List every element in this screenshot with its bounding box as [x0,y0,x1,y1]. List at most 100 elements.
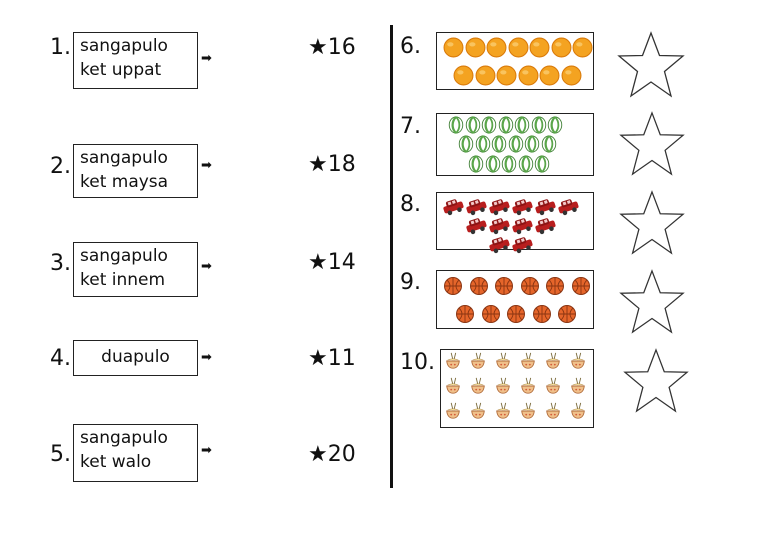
item-7-picture-box [436,113,594,176]
basketball-icon [571,276,591,300]
answer-star-icon[interactable] [622,347,690,415]
column-divider [390,25,393,488]
orange-icon [551,37,572,62]
beach-ball-icon [457,135,475,157]
beach-ball-icon [467,155,485,177]
beach-ball-icon [530,116,548,138]
noodle-bowl-icon [519,377,537,399]
orange-icon [561,65,582,90]
beach-ball-icon [447,116,465,138]
item-5-word-line1: sangapulo [80,428,168,448]
item-5-word-box: sangapulo ket walo [73,424,198,482]
noodle-bowl-icon [444,402,462,424]
item-7-number: 7. [400,114,421,139]
toy-car-icon [510,213,534,241]
item-4-target: ★11 [308,346,356,371]
noodle-bowl-icon [494,377,512,399]
basketball-icon [506,304,526,328]
item-4-number: 4. [50,346,71,371]
basketball-icon [557,304,577,328]
beach-ball-icon [540,135,558,157]
beach-ball-icon [517,155,535,177]
item-10-number: 10. [400,350,435,375]
beach-ball-icon [507,135,525,157]
beach-ball-icon [464,116,482,138]
orange-icon [496,65,517,90]
orange-icon [453,65,474,90]
noodle-bowl-icon [519,402,537,424]
noodle-bowl-icon [469,402,487,424]
orange-icon [508,37,529,62]
noodle-bowl-icon [519,352,537,374]
noodle-bowl-icon [544,377,562,399]
toy-car-icon [510,232,534,260]
toy-car-icon [487,213,511,241]
arrow-icon: ➡ [201,259,212,274]
orange-icon [529,37,550,62]
item-5-number: 5. [50,442,71,467]
beach-ball-icon [480,116,498,138]
item-2-target: ★18 [308,152,356,177]
item-6-number: 6. [400,34,421,59]
answer-star-icon[interactable] [618,268,686,336]
item-3-word-line2: ket innem [80,270,166,290]
noodle-bowl-icon [469,377,487,399]
item-1-number: 1. [50,35,71,60]
item-9-number: 9. [400,270,421,295]
noodle-bowl-icon [494,352,512,374]
beach-ball-icon [484,155,502,177]
orange-icon [539,65,560,90]
orange-icon [443,37,464,62]
beach-ball-icon [474,135,492,157]
noodle-bowl-icon [569,402,587,424]
arrow-icon: ➡ [201,51,212,66]
item-3-target: ★14 [308,250,356,275]
item-6-picture-box [436,32,594,90]
item-1-target: ★16 [308,35,356,60]
basketball-icon [545,276,565,300]
toy-car-icon [441,194,465,222]
basketball-icon [481,304,501,328]
beach-ball-icon [500,155,518,177]
orange-icon [572,37,593,62]
basketball-icon [520,276,540,300]
orange-icon [486,37,507,62]
item-10-picture-box [440,349,594,428]
orange-icon [475,65,496,90]
toy-car-icon [510,194,534,222]
answer-star-icon[interactable] [616,30,686,100]
item-2-number: 2. [50,154,71,179]
toy-car-icon [487,194,511,222]
noodle-bowl-icon [544,402,562,424]
item-4-word-line1: duapulo [101,347,170,367]
beach-ball-icon [490,135,508,157]
toy-car-icon [464,213,488,241]
basketball-icon [443,276,463,300]
item-4-word-box: duapulo [73,340,198,376]
basketball-icon [494,276,514,300]
beach-ball-icon [513,116,531,138]
item-3-word-box: sangapulo ket innem [73,242,198,297]
toy-car-icon [487,232,511,260]
answer-star-icon[interactable] [618,189,686,257]
orange-icon [518,65,539,90]
noodle-bowl-icon [469,352,487,374]
noodle-bowl-icon [444,377,462,399]
noodle-bowl-icon [569,352,587,374]
beach-ball-icon [523,135,541,157]
item-5-target: ★20 [308,442,356,467]
arrow-icon: ➡ [201,158,212,173]
item-1-word-line1: sangapulo [80,36,168,56]
noodle-bowl-icon [544,352,562,374]
toy-car-icon [464,194,488,222]
arrow-icon: ➡ [201,350,212,365]
noodle-bowl-icon [444,352,462,374]
item-2-word-line2: ket maysa [80,172,169,192]
toy-car-icon [556,194,580,222]
item-1-word-box: sangapulo ket uppat [73,32,198,89]
orange-icon [465,37,486,62]
item-1-word-line2: ket uppat [80,60,162,80]
answer-star-icon[interactable] [618,110,686,178]
beach-ball-icon [497,116,515,138]
item-8-number: 8. [400,192,421,217]
